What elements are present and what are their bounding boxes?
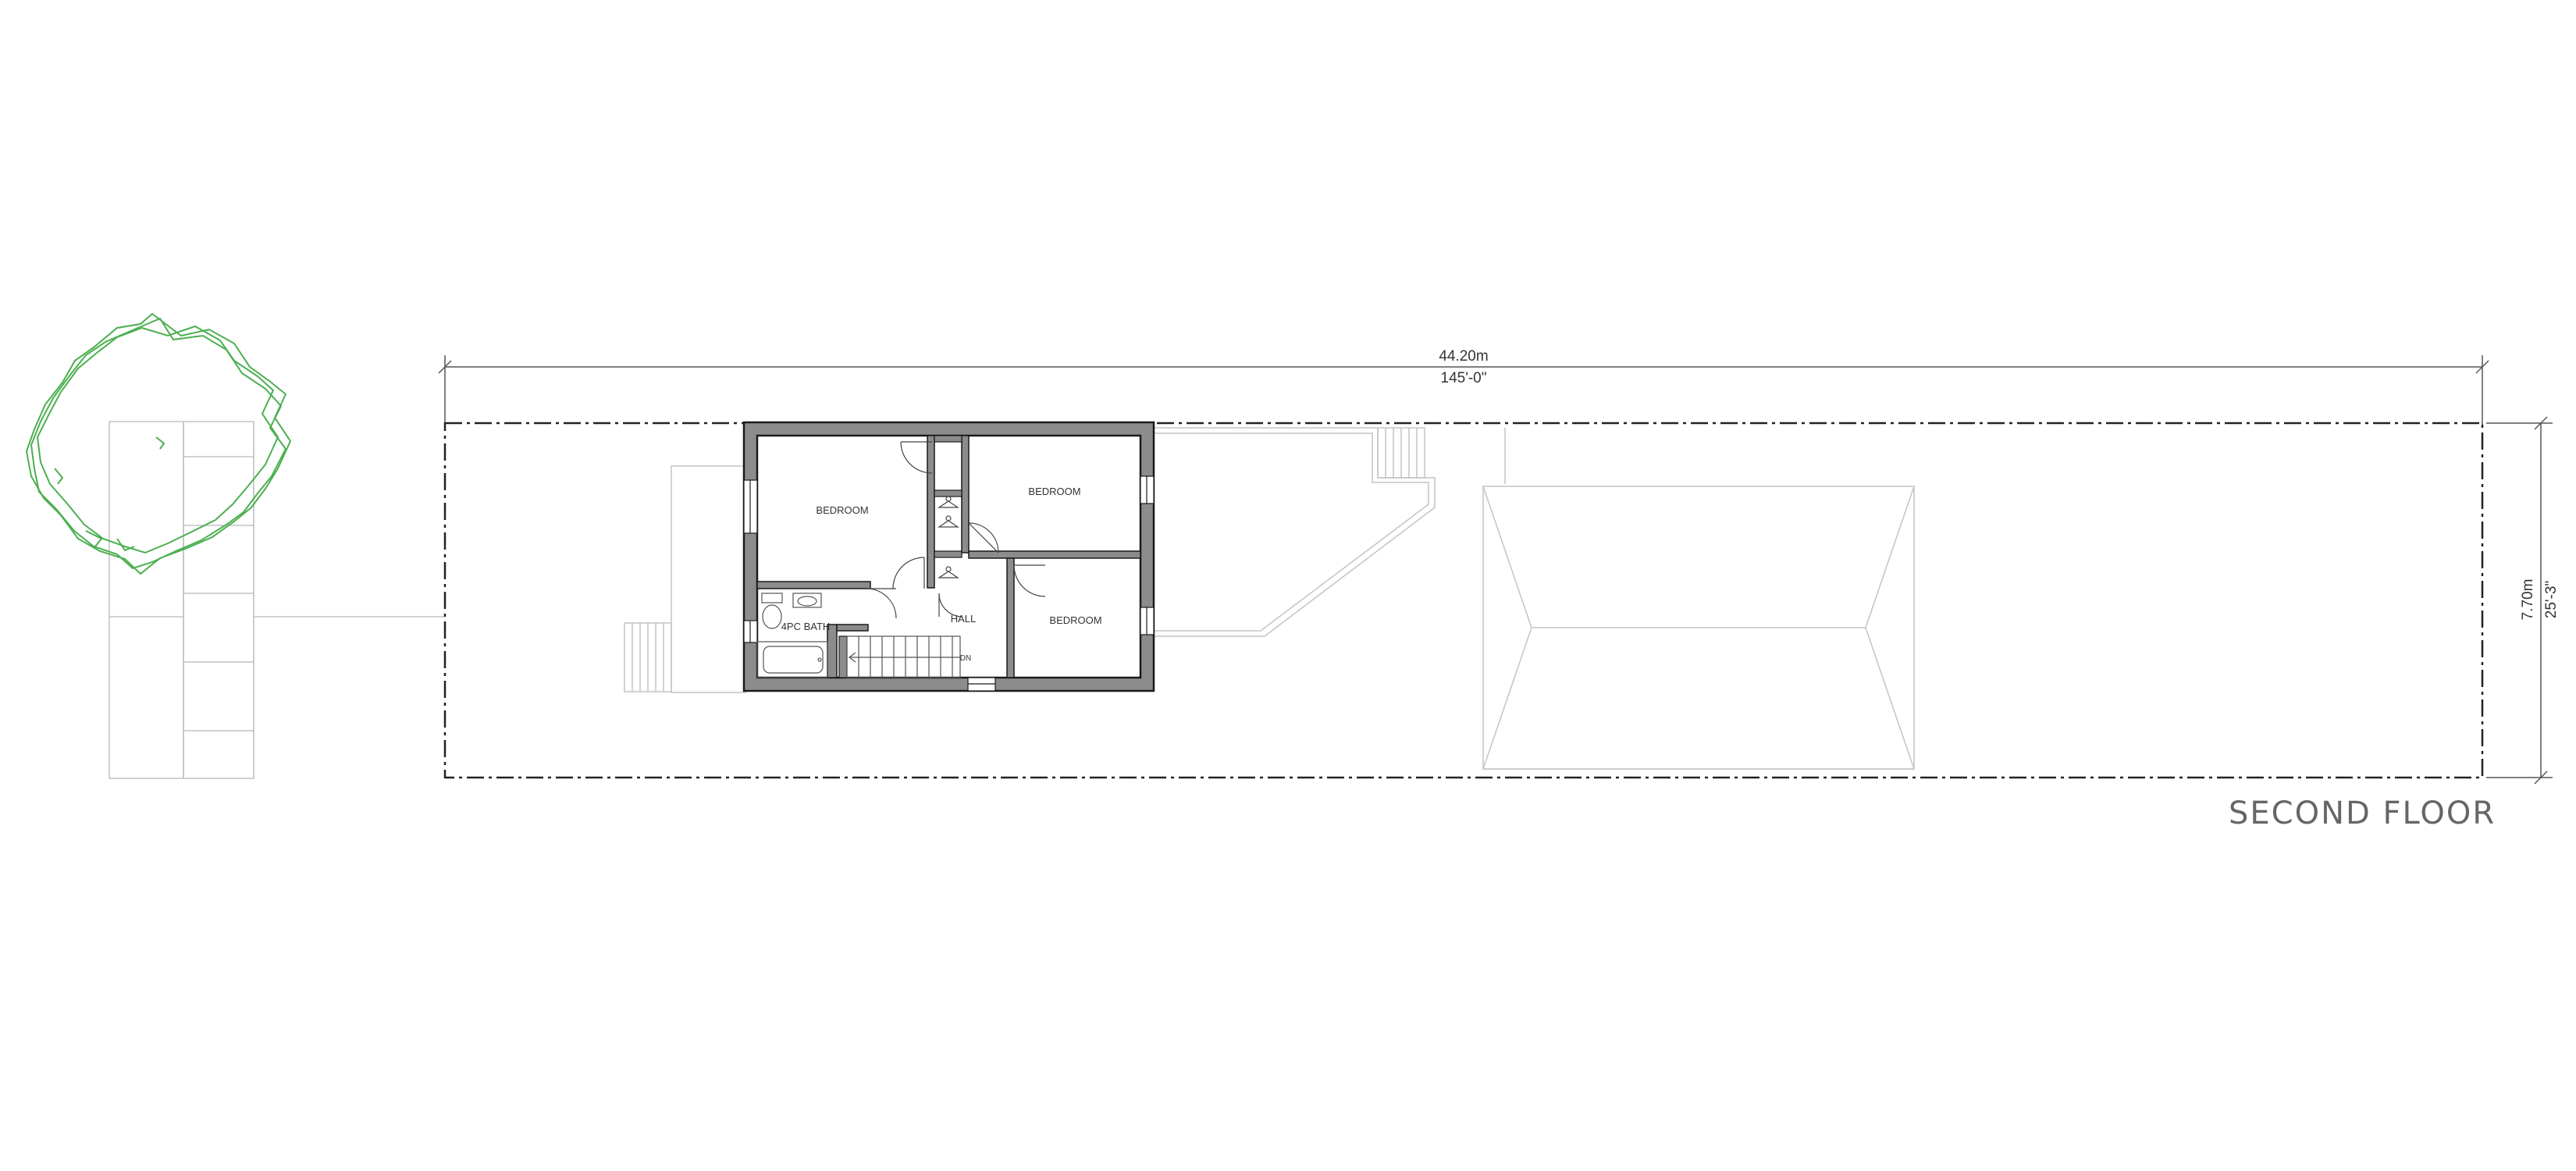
depth-imperial-label: 25'-3" [2543, 581, 2560, 618]
garage-roof [1482, 486, 1916, 770]
stair [846, 635, 961, 678]
width-dimension: 44.20m 145'-0" [438, 348, 2489, 425]
width-imperial-label: 145'-0" [1441, 370, 1487, 386]
house-walls [742, 421, 1155, 692]
sink-icon [792, 593, 822, 608]
bedroom-label-2: BEDROOM [1028, 486, 1080, 497]
deck-outline [624, 465, 746, 693]
depth-metric-label: 7.70m [2520, 579, 2536, 621]
windows [743, 475, 1155, 692]
closet-hanger-icon [938, 496, 959, 578]
bedroom-label-1: BEDROOM [816, 504, 868, 516]
tree-symbol [25, 312, 292, 575]
bath-label: 4PC BATH [781, 621, 831, 632]
neighbour-context [109, 421, 445, 779]
door-swing-icon [866, 441, 1046, 619]
bedroom-label-3: BEDROOM [1049, 614, 1101, 626]
width-metric-label: 44.20m [1439, 348, 1488, 365]
porch-outline [1154, 427, 1506, 637]
stair-dn-label: DN [960, 654, 971, 663]
toilet-icon [761, 593, 783, 629]
hall-label: HALL [951, 613, 977, 625]
property-line [443, 422, 2484, 779]
depth-dimension: 7.70m 25'-3" [2486, 416, 2560, 785]
drawing-title: SECOND FLOOR [2229, 795, 2496, 831]
bathtub-icon [756, 641, 828, 678]
